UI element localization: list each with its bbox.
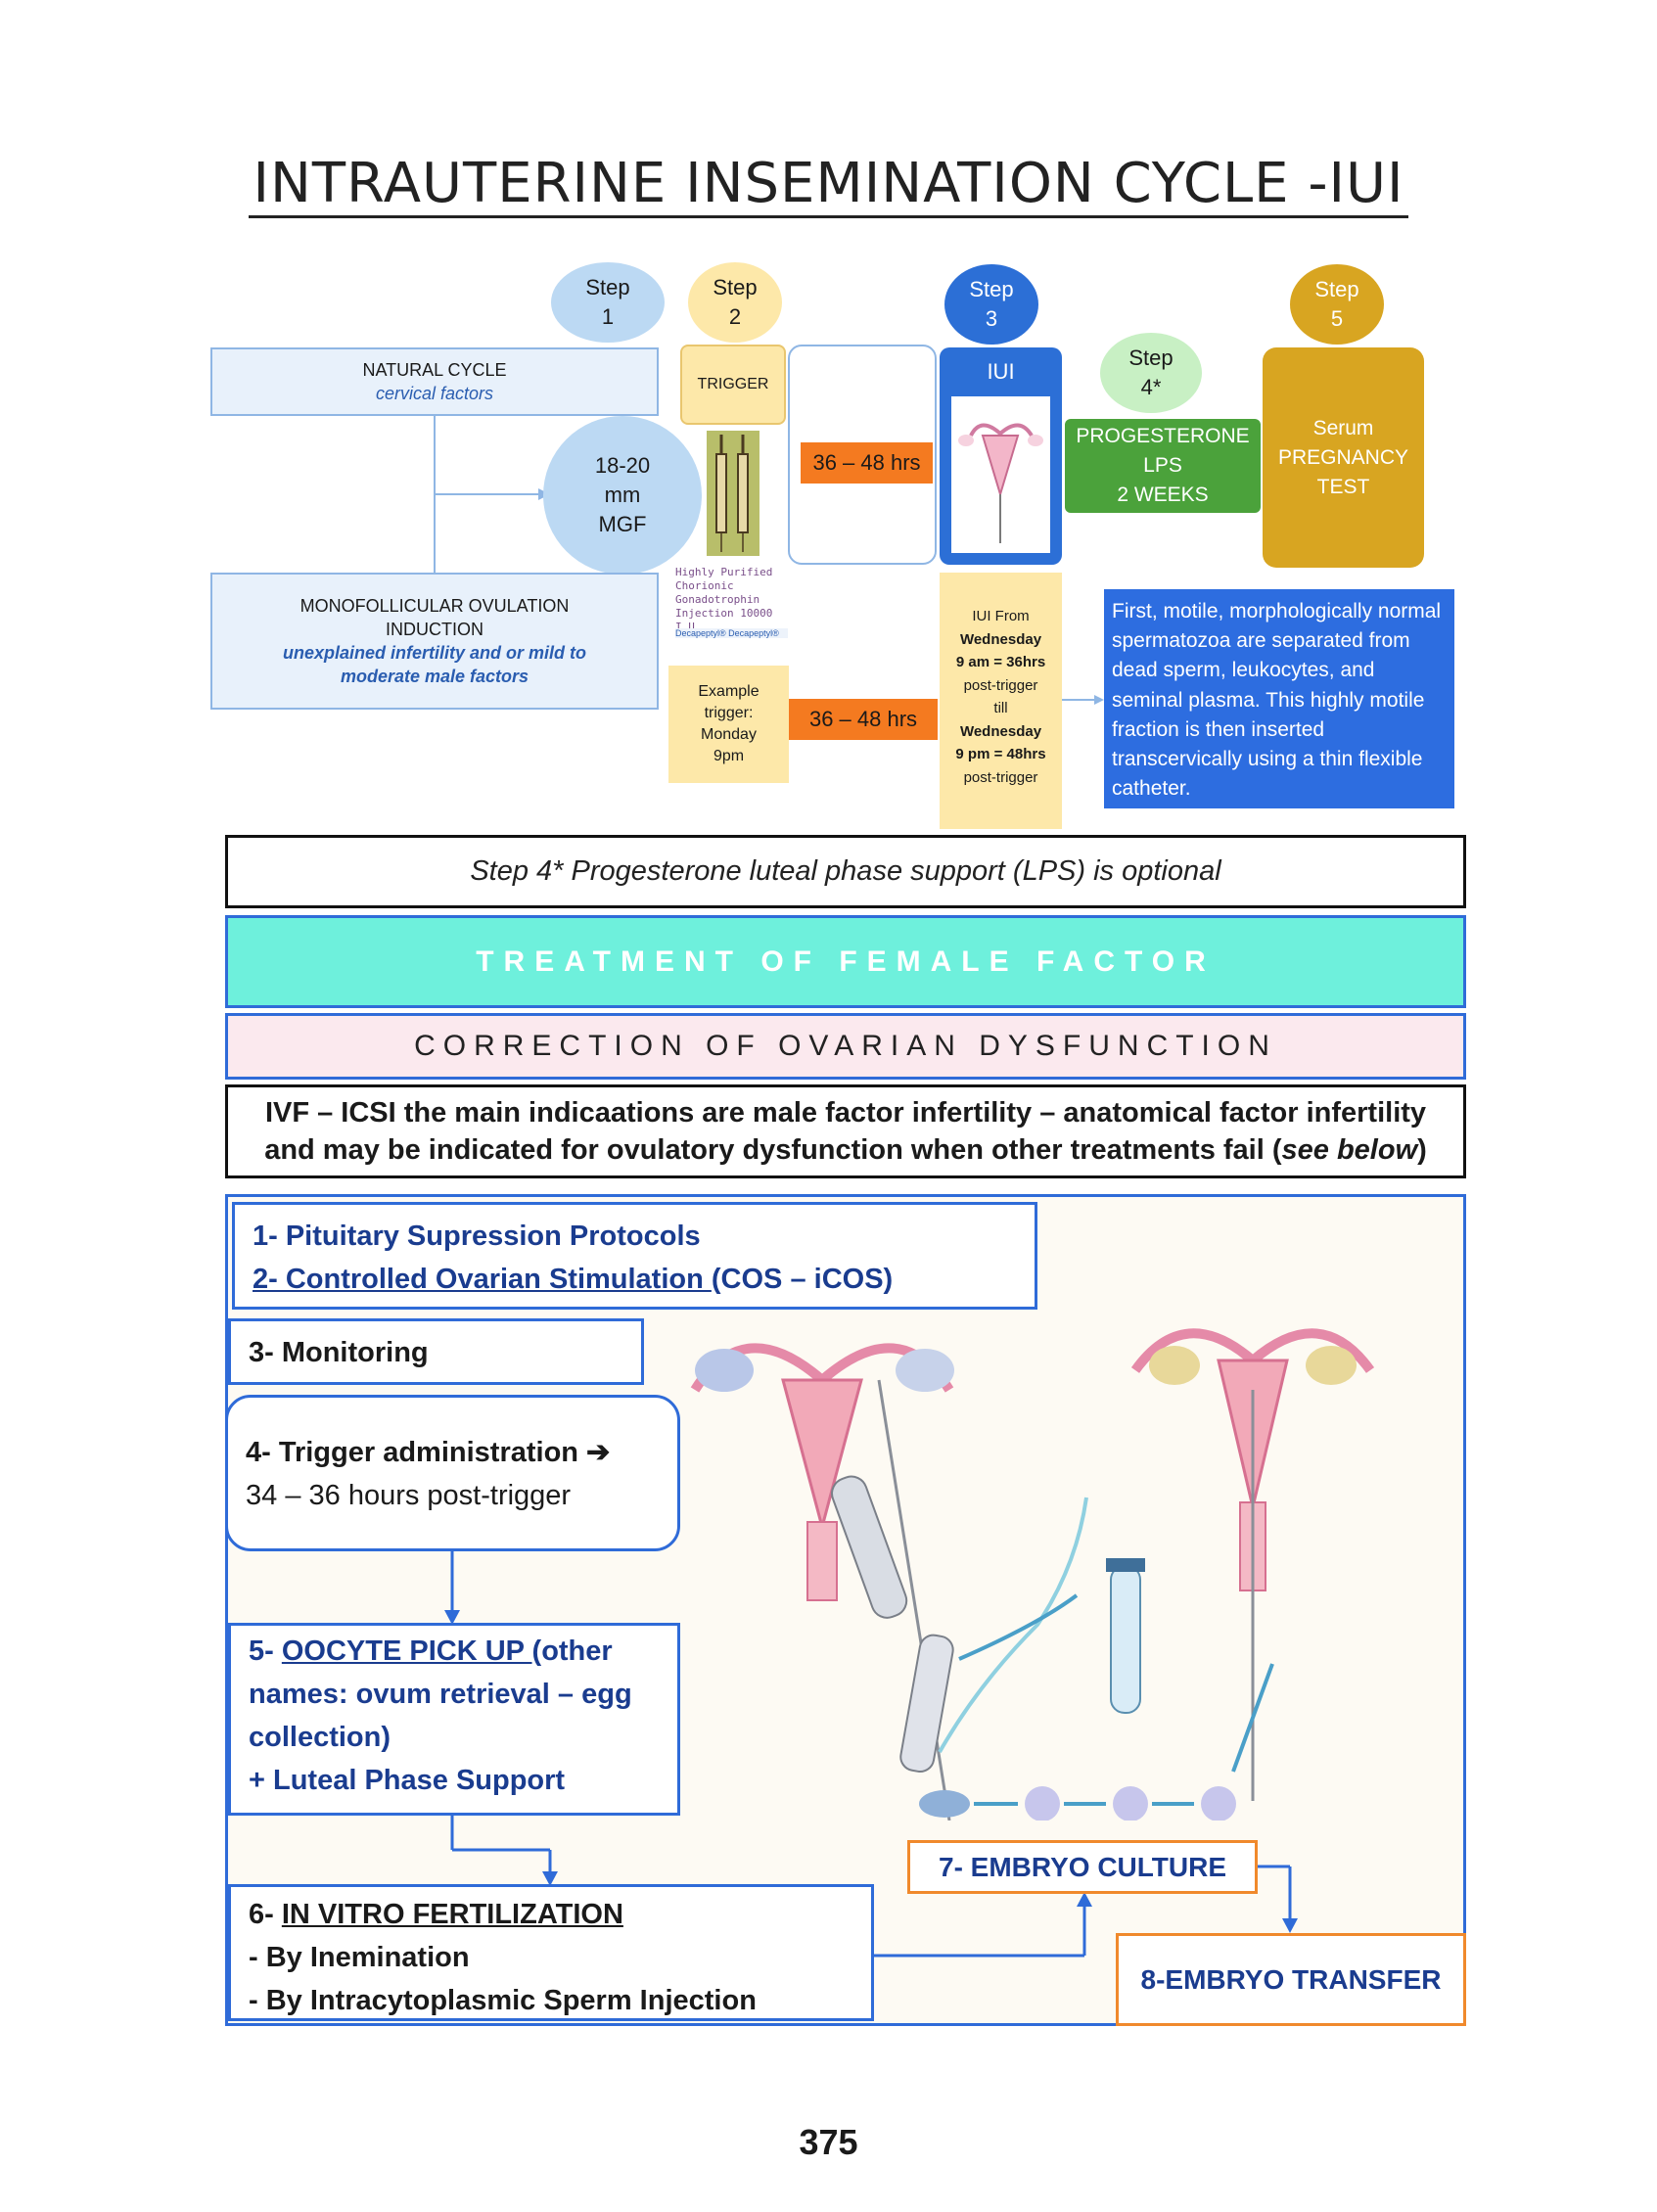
step-2-badge: Step 2 [688,262,782,343]
natural-cycle-subtitle: cervical factors [375,384,494,403]
page-number: 375 [799,2122,858,2162]
iui-timing-l4: post-trigger [963,676,1038,694]
flow-item-1: 1- Pituitary Supression Protocols [253,1221,701,1252]
page-title: INTRAUTERINE INSEMINATION CYCLE -IUI [0,152,1657,218]
mono-line3: unexplained infertility and or mild to [282,643,587,663]
mono-line2: INDUCTION [386,620,483,639]
flow-item-5-number: 5- [249,1636,282,1667]
flow-item-6-number: 6- [249,1899,282,1930]
ivf-note-line2: and may be indicated for ovulatory dysfu… [264,1131,1427,1169]
flow-item-5-oocyte-pick-up: OOCYTE PICK UP [281,1636,532,1667]
decapeptyl-label: Decapeptyl® Decapeptyl® [675,628,788,638]
progesterone-box: PROGESTERONE LPS 2 WEEKS [1065,419,1261,513]
ivf-note-line1: IVF – ICSI the main indicaations are mal… [264,1097,1427,1129]
iui-timing-box: IUI From Wednesday 9 am = 36hrs post-tri… [940,573,1062,829]
flow-item-5-main: 5- OOCYTE PICK UP (other names: ovum ret… [249,1630,660,1759]
ivf-note-line2c: ) [1417,1134,1427,1166]
monofollicular-box: MONOFOLLICULAR OVULATION INDUCTION unexp… [210,573,659,710]
flow-item-2: 2- Controlled Ovarian Stimulation (COS –… [253,1258,1017,1301]
flow-step-5: 5- OOCYTE PICK UP (other names: ovum ret… [228,1623,680,1816]
correction-header: CORRECTION OF OVARIAN DYSFUNCTION [225,1013,1466,1080]
ivf-note-line2a: and may be indicated for ovulatory dysfu… [264,1134,1282,1166]
optional-lps-note: Step 4* Progesterone luteal phase suppor… [225,835,1466,908]
uterus-icon [951,396,1050,553]
iui-timing-l8: post-trigger [963,768,1038,786]
flow-step-4: 4- Trigger administration ➔ 34 – 36 hour… [225,1395,680,1551]
flow-step-6: 6- IN VITRO FERTILIZATION - By Ineminati… [228,1884,874,2021]
sperm-preparation-note: First, motile, morphologically normal sp… [1104,589,1454,808]
flow-step-1-2: 1- Pituitary Supression Protocols 2- Con… [232,1202,1037,1310]
iui-timing-l3: 9 am = 36hrs [955,654,1046,670]
mgf-follicle-circle: 18-20 mm MGF [543,416,702,575]
iui-label: IUI [987,359,1015,384]
step-3-badge: Step 3 [944,264,1038,345]
natural-cycle-title: NATURAL CYCLE [362,360,507,380]
treatment-header: TREATMENT OF FEMALE FACTOR [225,915,1466,1008]
iui-timing-l5: till [993,700,1008,716]
flow-item-6-icsi: - By Intracytoplasmic Sperm Injection [249,1985,757,2016]
flow-item-5-luteal: + Luteal Phase Support [249,1765,566,1796]
interval-36-48-bottom: 36 – 48 hrs [789,699,938,740]
drug-label: Highly Purified Chorionic Gonadotrophin … [675,566,773,633]
ivf-indications-note: IVF – ICSI the main indicaations are mal… [225,1084,1466,1178]
top-connectors [434,416,1104,705]
flow-item-2-cos: 2- Controlled Ovarian Stimulation [253,1264,712,1295]
iui-timing-l6: Wednesday [959,722,1042,740]
uterus-drawing [958,423,1043,543]
flow-item-4-title: 4- Trigger administration ➔ [246,1437,611,1468]
interval-36-48-top: 36 – 48 hrs [801,442,933,484]
trigger-box: TRIGGER [680,345,786,425]
flow-step-3: 3- Monitoring [228,1318,644,1385]
step-1-badge: Step 1 [551,262,665,343]
iui-timing-l1: IUI From [972,608,1030,624]
pregnancy-test-box: Serum PREGNANCY TEST [1263,347,1424,568]
flow-item-5-other-names: (other names: ovum retrieval – egg colle… [249,1636,632,1753]
flow-item-2-acronym: (COS – iCOS) [711,1264,894,1295]
interval-frame [788,345,937,565]
example-trigger-box: Example trigger: Monday 9pm [668,666,789,783]
flow-item-6-title: 6- IN VITRO FERTILIZATION [249,1893,853,1936]
iui-panel: IUI [940,347,1062,565]
flow-item-6-ivf: IN VITRO FERTILIZATION [281,1899,623,1930]
ivf-illustration [690,1328,1375,1820]
step-5-badge: Step 5 [1290,264,1384,345]
flow-step-8-embryo-transfer: 8-EMBRYO TRANSFER [1116,1933,1466,2026]
flow-step-7-embryo-culture: 7- EMBRYO CULTURE [907,1840,1258,1894]
ivf-note-see-below: see below [1281,1134,1418,1166]
mono-line1: MONOFOLLICULAR OVULATION [299,596,570,616]
iui-timing-l2: Wednesday [959,630,1042,648]
syringe-icon [707,431,759,556]
flow-item-6-insemination: - By Inemination [249,1942,470,1973]
syringe-drawing [715,435,749,552]
flow-item-4-timing: 34 – 36 hours post-trigger [246,1480,572,1511]
iui-timing-l7: 9 pm = 48hrs [955,746,1046,762]
step-4-badge: Step 4* [1100,333,1202,413]
mono-line4: moderate male factors [340,667,529,686]
natural-cycle-box: NATURAL CYCLE cervical factors [210,347,659,416]
